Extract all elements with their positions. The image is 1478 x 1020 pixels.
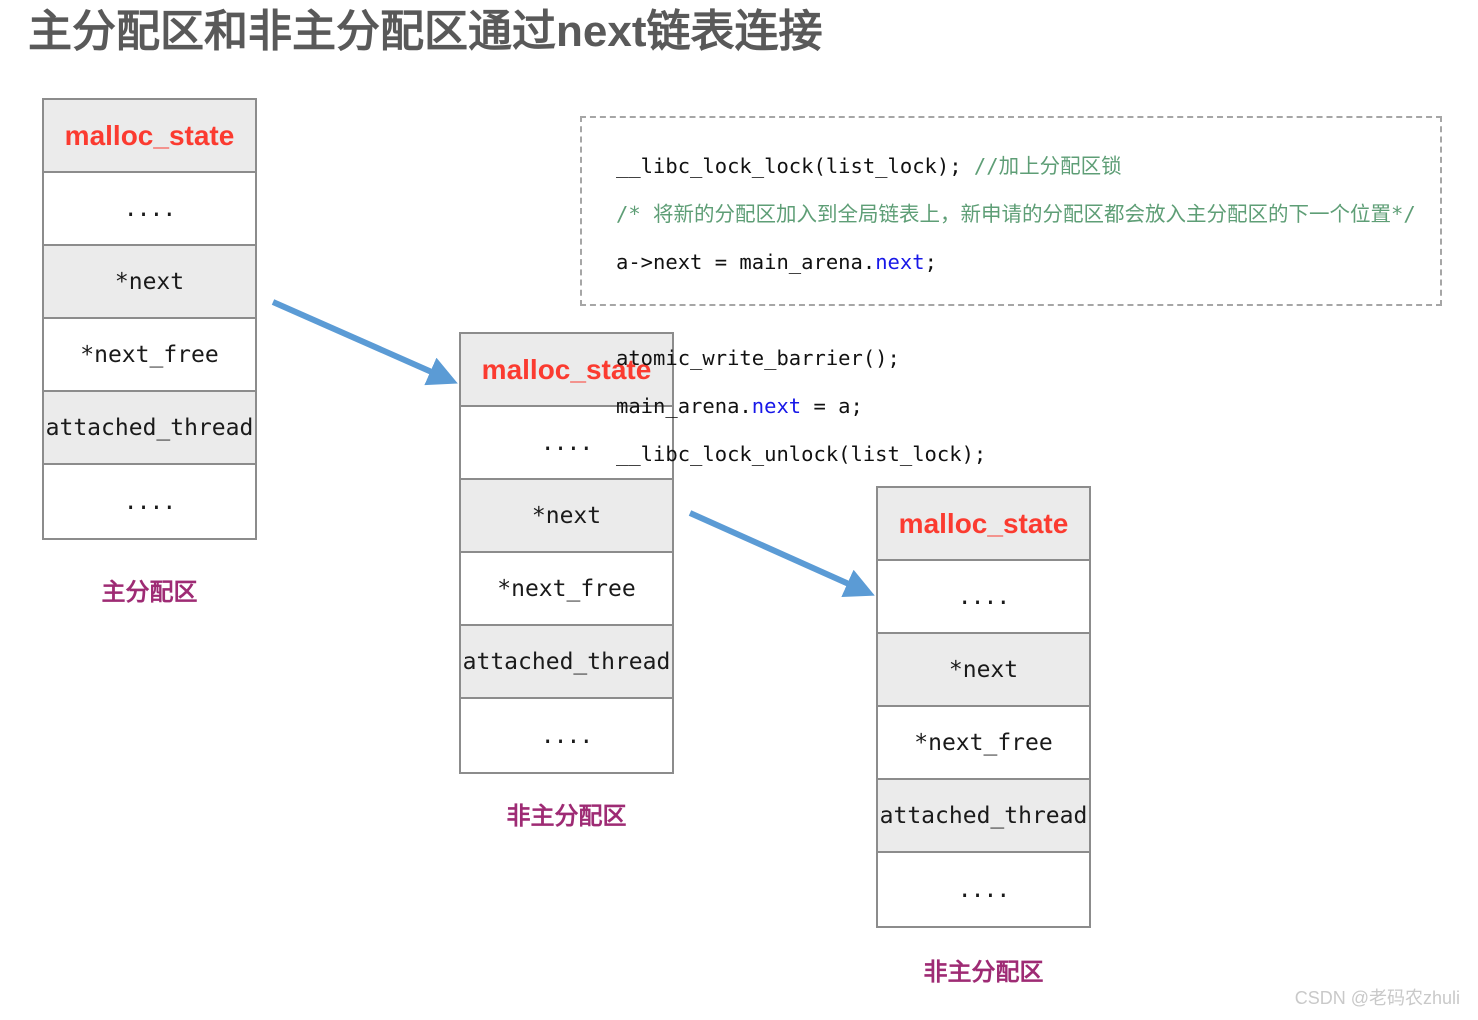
arena-caption-non-main-1: 非主分配区 xyxy=(506,803,627,830)
code-comment-lock: //加上分配区锁 xyxy=(973,154,1122,178)
arrow-main-to-nonmain-1 xyxy=(271,299,458,386)
struct-field-row: .... xyxy=(44,173,255,246)
struct-header-malloc-state: malloc_state xyxy=(44,100,255,173)
struct-field-row: *next xyxy=(878,634,1089,707)
code-line-7: __libc_lock_unlock(list_lock); xyxy=(616,442,1416,466)
struct-field-row: .... xyxy=(44,465,255,538)
code-keyword-next-2: next xyxy=(751,394,802,418)
code-line-blank xyxy=(616,298,1416,322)
arena-caption-main: 主分配区 xyxy=(101,579,198,606)
code-snippet-box: __libc_lock_lock(list_lock); //加上分配区锁 /*… xyxy=(580,116,1442,466)
arrow-nonmain-1-to-2 xyxy=(688,510,875,598)
struct-field-row: attached_thread xyxy=(878,780,1089,853)
code-line-2: /* 将新的分配区加入到全局链表上，新申请的分配区都会放入主分配区的下一个位置*… xyxy=(616,202,1416,226)
struct-field-row: attached_thread xyxy=(461,626,672,699)
struct-field-row: *next xyxy=(44,246,255,319)
csdn-watermark: CSDN @老码农zhuli xyxy=(1294,988,1460,1008)
struct-field-row: .... xyxy=(461,699,672,772)
code-assign-tail: = a; xyxy=(801,394,863,418)
struct-field-row: *next xyxy=(461,480,672,553)
struct-field-row: *next_free xyxy=(878,707,1089,780)
struct-field-row: .... xyxy=(461,407,672,480)
code-line-5: atomic_write_barrier(); xyxy=(616,346,1416,370)
code-assign-main-arena: main_arena. xyxy=(616,394,752,418)
code-call-libc-lock-unlock: __libc_lock_unlock(list_lock); xyxy=(616,442,987,466)
arena-caption-non-main-2: 非主分配区 xyxy=(923,959,1044,986)
struct-field-row: *next_free xyxy=(44,319,255,392)
page-title: 主分配区和非主分配区通过next链表连接 xyxy=(28,7,823,56)
code-line-3: a->next = main_arena.next; xyxy=(616,250,1416,274)
code-line-6: main_arena.next = a; xyxy=(616,394,1416,418)
struct-header-malloc-state: malloc_state xyxy=(461,334,672,407)
struct-field-row: *next_free xyxy=(461,553,672,626)
code-line-1: __libc_lock_lock(list_lock); //加上分配区锁 xyxy=(616,154,1416,178)
struct-field-row: .... xyxy=(878,853,1089,926)
code-comment-block: /* 将新的分配区加入到全局链表上，新申请的分配区都会放入主分配区的下一个位置*… xyxy=(616,202,1416,226)
code-semicolon-1: ; xyxy=(924,250,937,274)
struct-field-row: .... xyxy=(878,561,1089,634)
code-call-libc-lock-lock: __libc_lock_lock(list_lock); xyxy=(616,154,962,178)
struct-field-row: attached_thread xyxy=(44,392,255,465)
code-call-atomic-write-barrier: atomic_write_barrier(); xyxy=(616,346,900,370)
struct-header-malloc-state: malloc_state xyxy=(878,488,1089,561)
code-snippet-text: __libc_lock_lock(list_lock); //加上分配区锁 /*… xyxy=(616,130,1416,514)
code-assign-a-next: a->next = main_arena. xyxy=(616,250,876,274)
code-keyword-next-1: next xyxy=(875,250,925,274)
